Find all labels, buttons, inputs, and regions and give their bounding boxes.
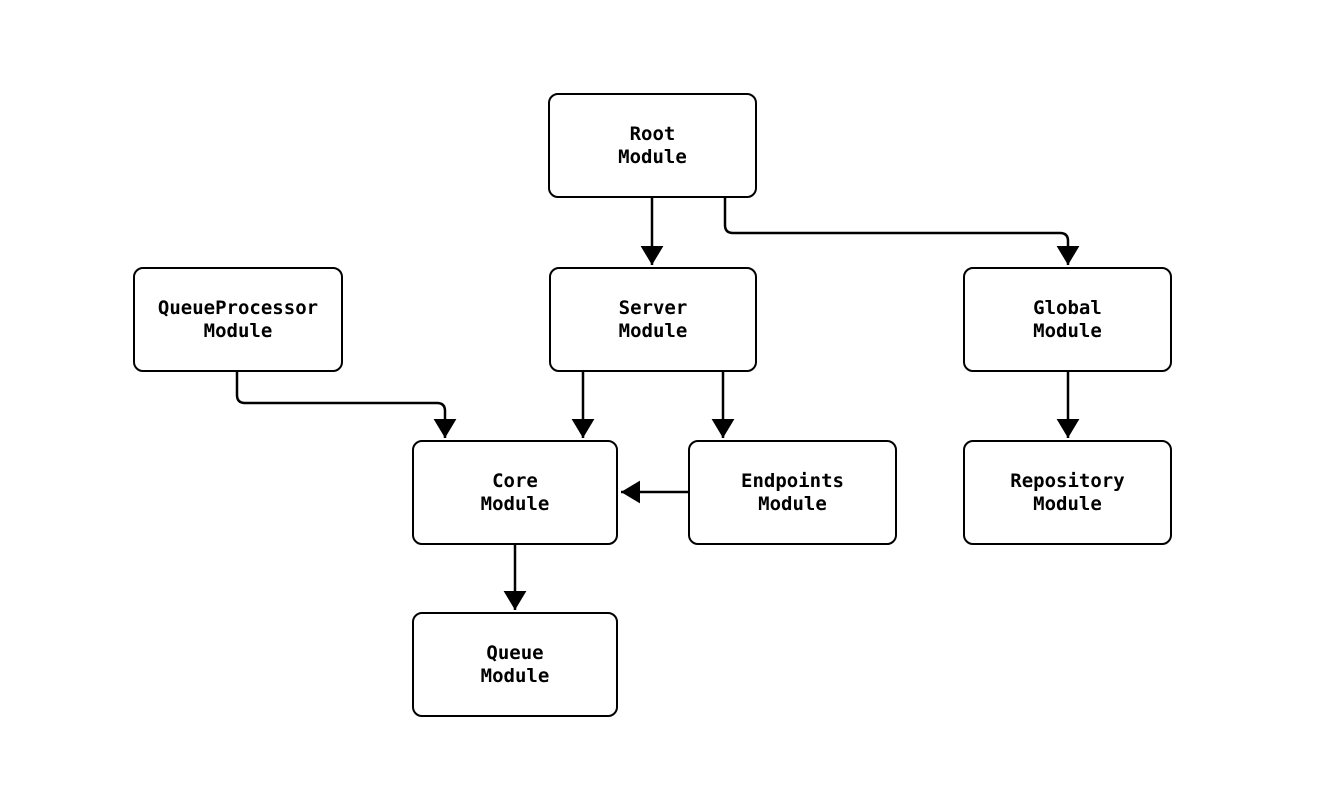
node-label-line: Module	[758, 492, 827, 515]
node-repository-module: Repository Module	[963, 440, 1172, 545]
node-label-line: Global	[1033, 296, 1102, 319]
node-label-line: Module	[618, 319, 688, 342]
edge-root-to-global	[723, 198, 1080, 265]
node-label-line: Endpoints	[741, 469, 844, 492]
node-label-line: Module	[480, 492, 550, 515]
node-queue-module: Queue Module	[412, 612, 618, 717]
node-label-line: Module	[1033, 319, 1102, 342]
node-label-line: Module	[1033, 492, 1102, 515]
node-label-line: QueueProcessor	[157, 296, 319, 319]
edge-queueprocessor-to-core	[235, 371, 457, 438]
node-label-line: Root	[629, 122, 676, 145]
node-queueprocessor-module: QueueProcessor Module	[133, 267, 343, 372]
node-label-line: Core	[492, 469, 538, 492]
node-server-module: Server Module	[549, 267, 757, 372]
node-global-module: Global Module	[963, 267, 1172, 372]
node-core-module: Core Module	[412, 440, 618, 545]
node-label-line: Module	[480, 664, 550, 687]
node-endpoints-module: Endpoints Module	[688, 440, 897, 545]
node-label-line: Module	[203, 319, 273, 342]
node-label-line: Repository	[1010, 469, 1125, 492]
node-label-line: Queue	[486, 641, 544, 664]
node-label-line: Module	[618, 145, 687, 168]
node-label-line: Server	[618, 296, 688, 319]
node-root-module: Root Module	[548, 93, 757, 198]
